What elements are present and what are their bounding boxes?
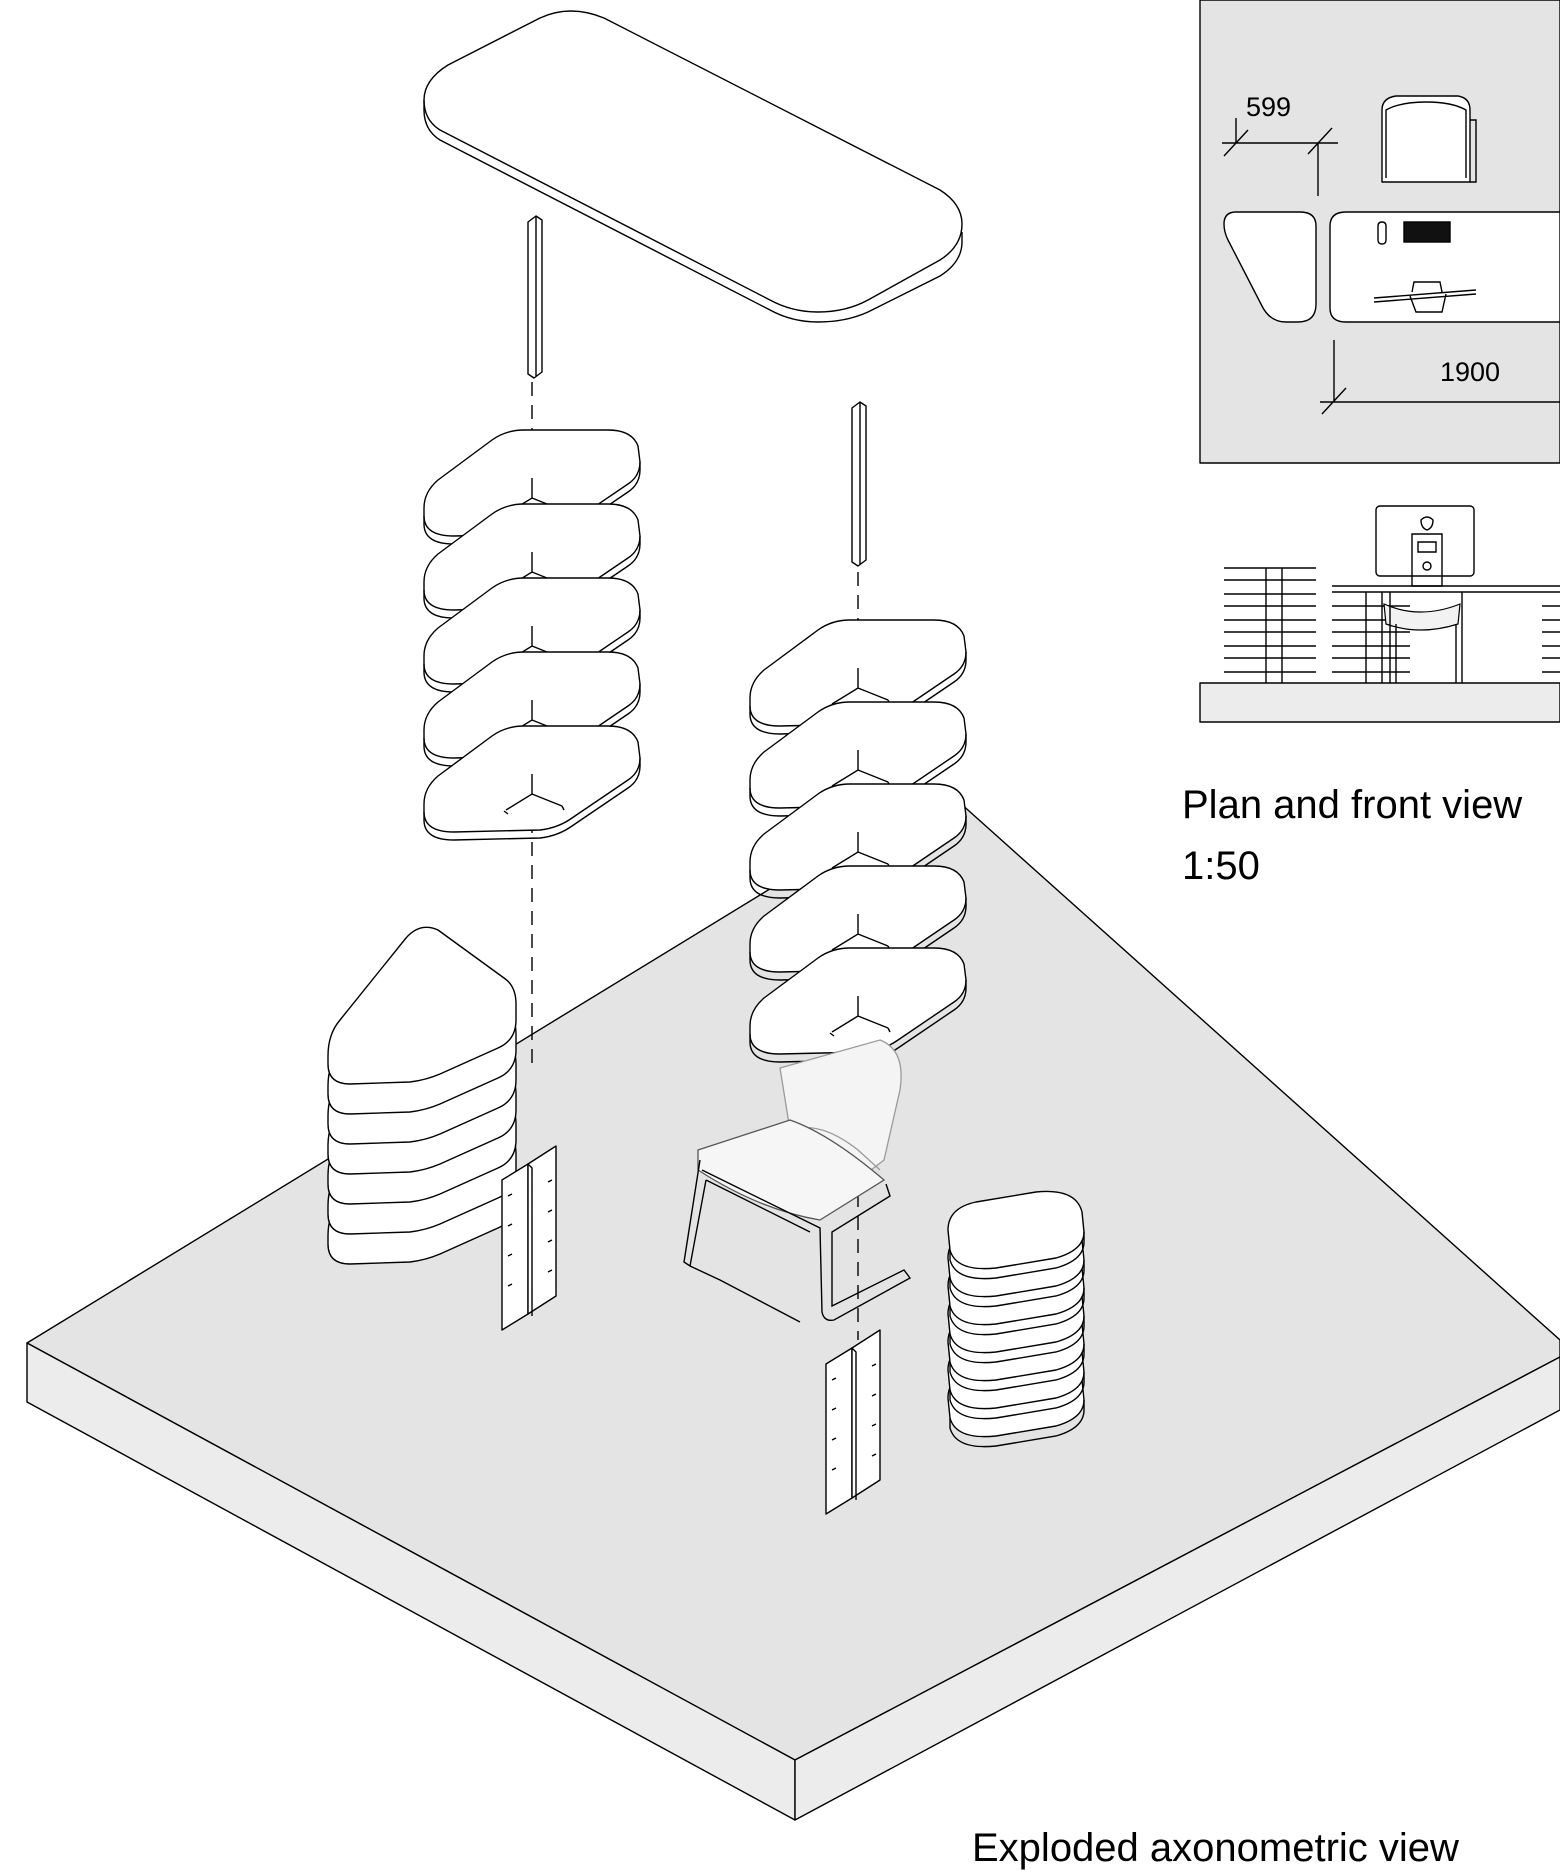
post-left xyxy=(527,215,543,379)
post-right xyxy=(851,401,867,567)
front-view xyxy=(1199,505,1560,723)
plan-view-scale: 1:50 xyxy=(1182,844,1260,888)
dimension-label-length: 1900 xyxy=(1440,357,1500,387)
trapezoid-block xyxy=(327,926,517,1265)
shelf-stack-left xyxy=(423,429,641,841)
platform-base xyxy=(26,784,1560,1821)
tabletop xyxy=(423,10,963,323)
round-tray-stack xyxy=(947,1190,1085,1448)
plan-view: 599 1900 xyxy=(1199,0,1560,464)
chair xyxy=(683,1039,912,1323)
dimension-label-width: 599 xyxy=(1246,92,1291,122)
plan-view-title: Plan and front view xyxy=(1182,783,1523,827)
axonometric-view-title: Exploded axonometric view xyxy=(972,1826,1459,1870)
shelf-stack-right xyxy=(749,619,967,1063)
